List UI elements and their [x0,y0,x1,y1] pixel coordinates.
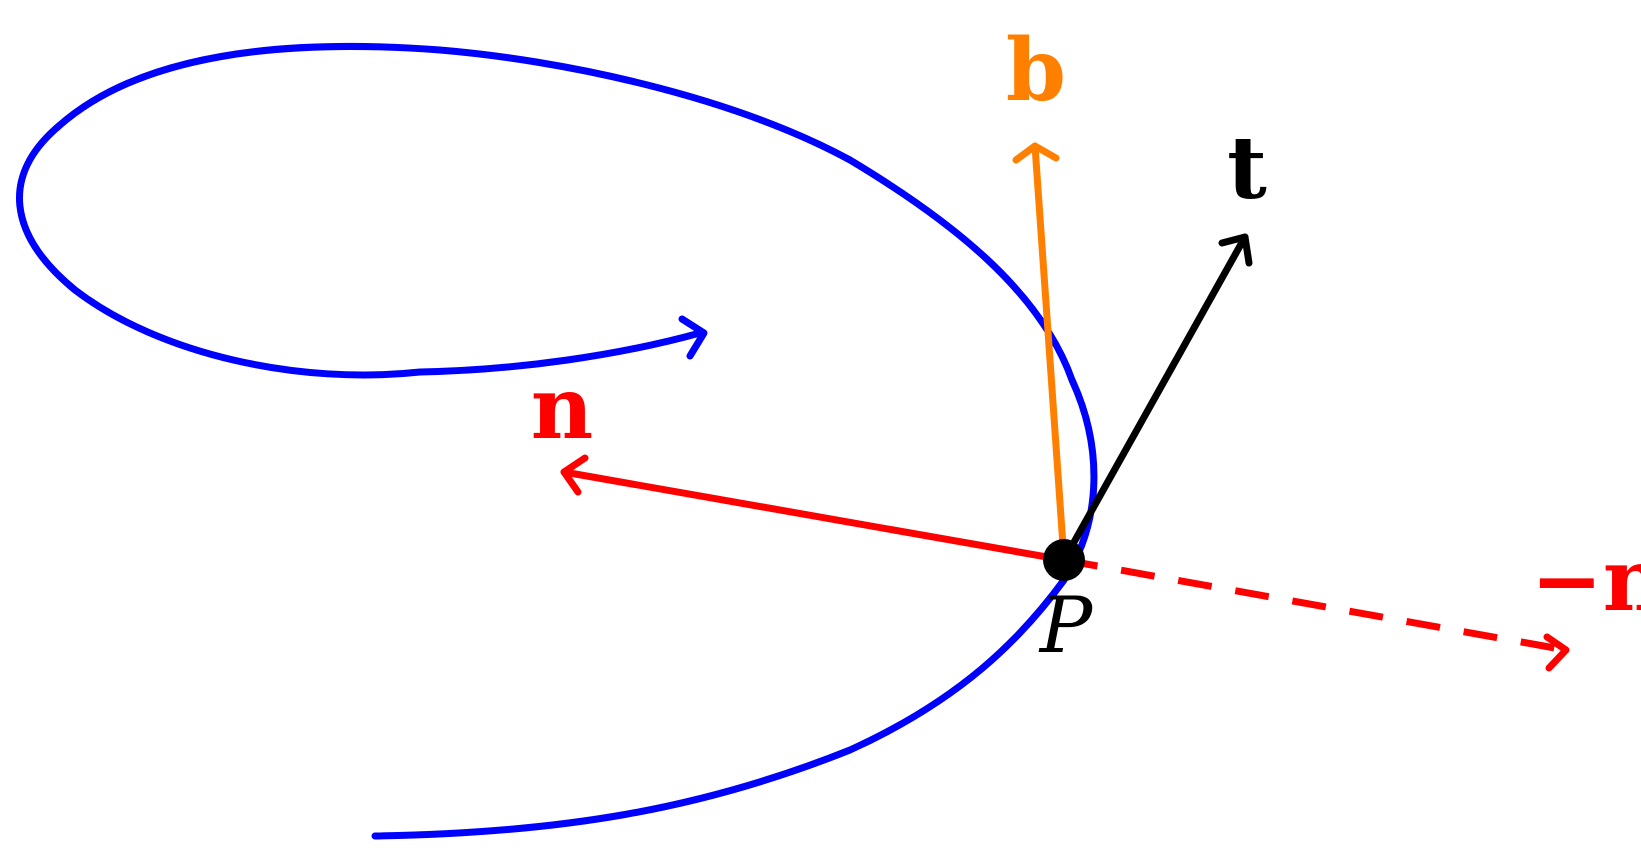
tangent-arrowhead [1218,233,1253,267]
negative-normal-label: −n [1531,530,1641,631]
normal-vector [560,468,1068,564]
point-p-dot [1043,539,1085,581]
point-p-label: P [1038,581,1094,671]
negative-normal-arrowhead [1543,633,1570,672]
normal-arrowhead [560,454,589,496]
curve-direction-arrowhead [678,315,708,360]
normal-label: n [531,358,594,459]
binormal-arrowhead [1012,142,1060,164]
space-curve [16,42,1098,840]
tangent-label: t [1227,118,1267,219]
binormal-vector [1031,142,1068,564]
binormal-label: b [1006,20,1066,121]
negative-normal-vector [1063,556,1567,654]
tangent-vector [1060,233,1249,564]
